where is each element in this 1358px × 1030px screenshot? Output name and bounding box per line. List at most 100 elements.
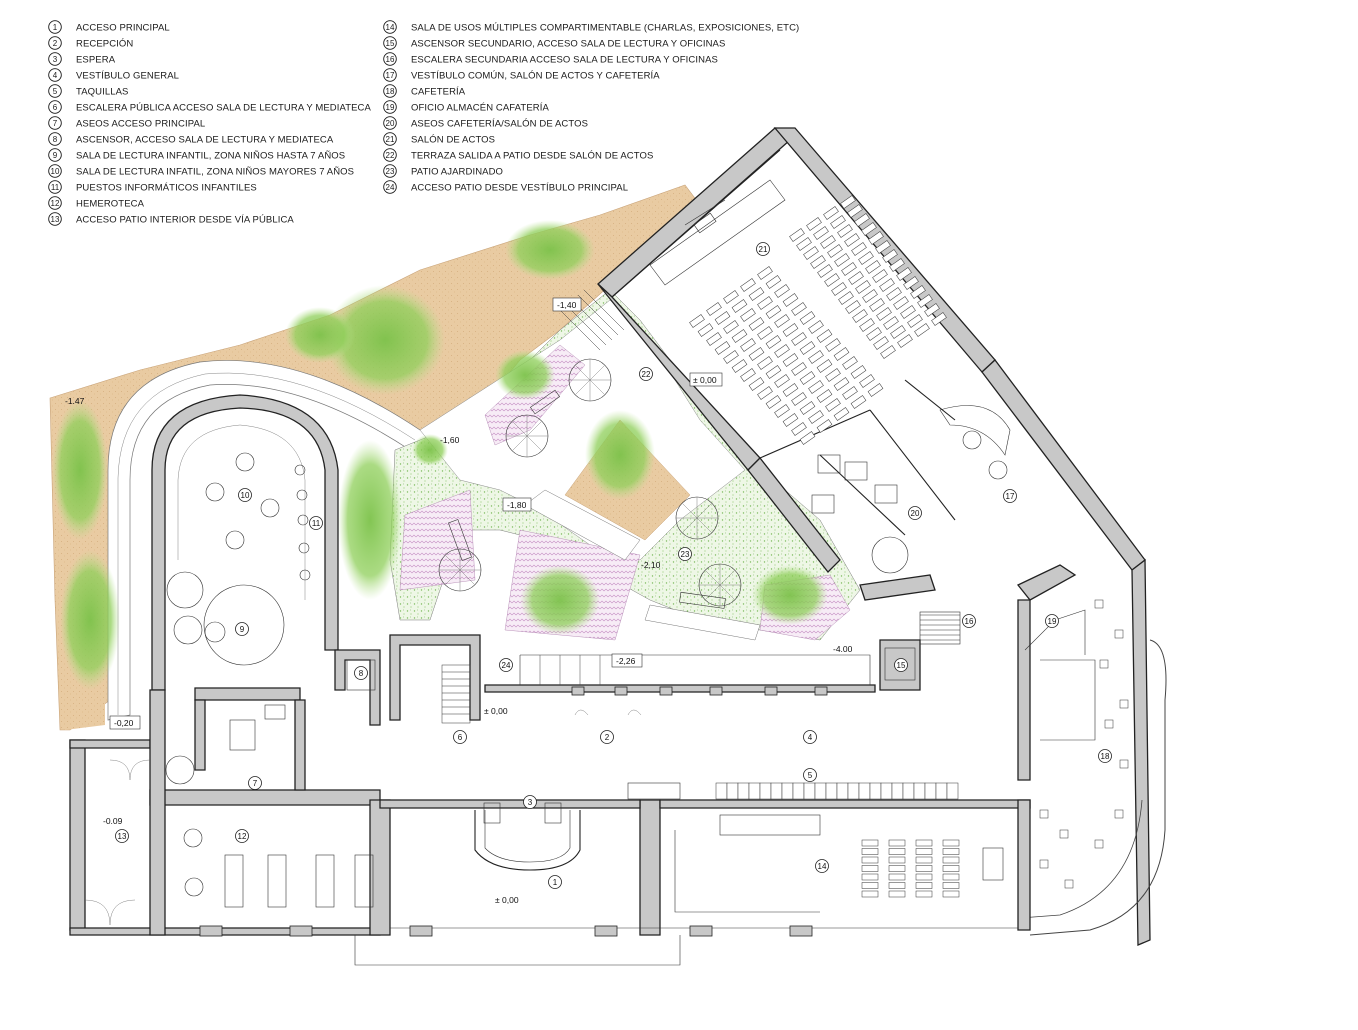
seat [848, 271, 864, 285]
seat [861, 856, 879, 864]
legend-number: 19 [386, 103, 395, 112]
room-marker-19: 19 [1045, 614, 1059, 628]
seat [706, 302, 722, 316]
seat [827, 244, 843, 258]
legend-number-circle [383, 100, 397, 114]
seat [852, 309, 868, 323]
seat [823, 206, 839, 220]
room-marker-10: 10 [238, 488, 252, 502]
svg-text:23: 23 [681, 550, 690, 559]
seat [865, 260, 881, 274]
seat [833, 347, 850, 361]
legend-label: ASEOS CAFETERÍA/SALÓN DE ACTOS [411, 118, 588, 129]
seat [791, 362, 807, 376]
seat [888, 873, 906, 881]
legend-number: 17 [386, 71, 395, 80]
seat [897, 334, 913, 348]
level-label: -1.47 [65, 396, 85, 406]
seat [813, 226, 829, 240]
seat [816, 419, 833, 433]
seat [867, 383, 884, 397]
seat [872, 269, 888, 283]
seat [816, 389, 833, 403]
seat [791, 422, 807, 436]
seat [731, 359, 748, 373]
seat [782, 413, 799, 427]
svg-text:20: 20 [911, 509, 920, 518]
seat [825, 338, 841, 352]
legend-label: TAQUILLAS [76, 86, 128, 97]
room-marker-11: 11 [309, 516, 323, 530]
locker [792, 782, 805, 800]
locker [891, 782, 904, 800]
seat [757, 326, 773, 340]
seat [861, 865, 879, 872]
room-marker-12: 12 [235, 829, 249, 843]
seat [931, 312, 947, 326]
legend-label: OFICIO ALMACÉN CAFATERÍA [411, 102, 549, 113]
seat [888, 856, 906, 864]
svg-text:3: 3 [528, 798, 533, 807]
seat [731, 329, 748, 343]
svg-text:8: 8 [359, 669, 364, 678]
seat [855, 280, 871, 294]
seat [765, 365, 782, 379]
seat [859, 374, 875, 388]
seat [799, 431, 816, 445]
seat [861, 890, 879, 898]
seat [774, 344, 790, 358]
level-label: ± 0,00 [693, 375, 717, 385]
legend-number-circle [48, 196, 62, 210]
room-marker-14: 14 [815, 859, 829, 873]
level-label: ± 0,00 [484, 706, 508, 716]
room-markers: 1 2 3 4 5 6 7 8 9 10 11 12 13 14 15 16 1… [115, 242, 1112, 889]
seat [903, 276, 919, 290]
svg-text:9: 9 [240, 625, 245, 634]
legend-item: 19 OFICIO ALMACÉN CAFATERÍA [383, 100, 549, 114]
elevator-15 [884, 647, 916, 681]
level-label: -1,40 [557, 300, 577, 310]
seat [791, 332, 807, 346]
legend-number: 13 [51, 215, 60, 224]
cafeteria-wing [1016, 558, 1167, 946]
seat [799, 341, 816, 355]
seat [810, 255, 826, 269]
legend-label: ASEOS ACCESO PRINCIPAL [76, 118, 205, 129]
legend-number: 9 [53, 151, 58, 160]
seat [942, 856, 960, 864]
room-marker-23: 23 [678, 547, 692, 561]
level-label: ± 0,00 [495, 895, 519, 905]
seat [748, 317, 765, 331]
seat [757, 386, 773, 400]
room-marker-21: 21 [756, 242, 770, 256]
pink-paving-2 [399, 489, 476, 591]
seat [915, 882, 933, 889]
locker [935, 782, 948, 800]
seat [900, 305, 916, 319]
legend-number-circle [48, 52, 62, 66]
seat [915, 865, 933, 872]
seat [774, 374, 790, 388]
legend-number-circle [383, 180, 397, 194]
room-marker-13: 13 [115, 829, 129, 843]
seat [915, 839, 933, 847]
seat [723, 320, 739, 334]
entry-toilets [165, 687, 306, 791]
seat [915, 856, 933, 864]
level-label: -1,80 [507, 500, 527, 510]
seat [757, 356, 773, 370]
locker [847, 782, 860, 800]
seat [817, 264, 833, 278]
seat [765, 305, 782, 319]
seat [888, 890, 906, 898]
